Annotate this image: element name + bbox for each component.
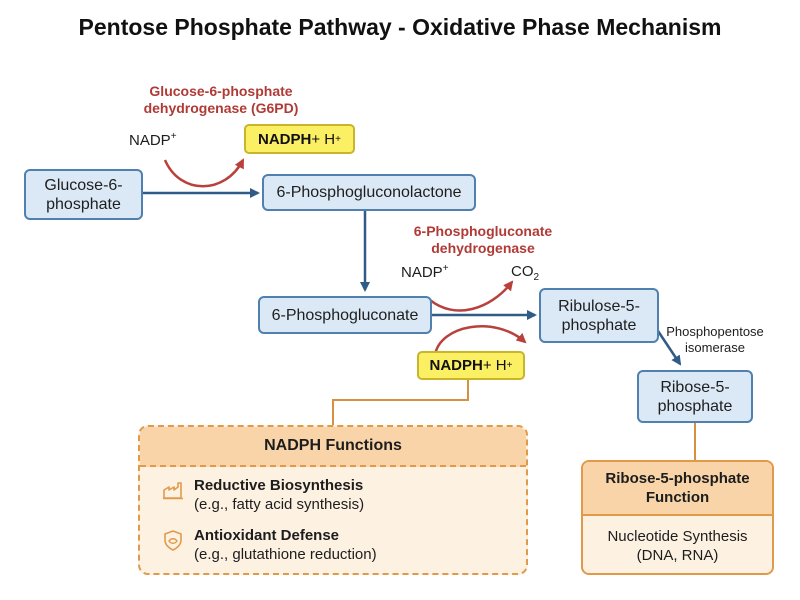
co2-subscript: 2 [533,272,540,283]
nadph-functions-panel: NADPH Functions Reductive Biosynthesis (… [138,425,528,575]
charge: + [506,360,513,371]
nadph-functions-header: NADPH Functions [140,427,526,467]
enzyme-isomerase: Phosphopentose isomerase [666,324,764,355]
factory-icon [163,482,183,500]
function-detail: (e.g., fatty acid synthesis) [194,496,365,513]
function-item-antioxidant: Antioxidant Defense (e.g., glutathione r… [162,526,377,564]
charge: + [442,263,449,274]
function-title: Reductive Biosynthesis [194,477,364,494]
function-detail: (e.g., glutathione reduction) [194,546,377,563]
cofactor-nadp-step2: NADP+ [401,263,449,281]
arrow-nadph-curve-step2 [433,325,527,356]
nadph-label: NADPH [258,130,312,148]
connector-nadph-to-functions [332,378,469,425]
ribose-function-panel: Ribose-5-phosphate Function Nucleotide S… [581,460,774,575]
product-nadph-step2: NADPH + H+ [417,351,525,380]
arrow-nadp-curve-step2 [429,280,514,312]
cofactor-label: NADP [401,264,443,281]
enzyme-6pgd: 6-Phosphogluconate dehydrogenase [413,223,553,256]
nadph-label: NADPH [429,357,483,374]
cofactor-label: NADP [129,132,171,149]
co2-label: CO [511,263,534,280]
proton-label: + H [311,130,336,148]
charge: + [170,131,177,142]
arrow-nadp-to-nadph-step1 [163,158,245,188]
node-6-phosphogluconolactone: 6-Phosphogluconolactone [262,174,476,211]
enzyme-g6pd: Glucose-6-phosphate dehydrogenase (G6PD) [143,83,299,116]
node-ribulose-5-phosphate: Ribulose-5- phosphate [539,288,659,343]
ribose-function-body: Nucleotide Synthesis (DNA, RNA) [607,527,748,564]
function-title: Antioxidant Defense [194,527,340,544]
node-6-phosphogluconate: 6-Phosphogluconate [258,296,432,334]
ribose-function-header: Ribose-5-phosphate Function [583,462,772,516]
cofactor-nadp-step1: NADP+ [129,131,177,149]
product-nadph-step1: NADPH + H+ [244,124,355,154]
charge: + [335,133,341,145]
shield-icon [164,530,182,551]
node-ribose-5-phosphate: Ribose-5- phosphate [637,370,753,423]
arrow-ribulose-to-ribose [656,330,682,366]
proton-label: + H [482,357,507,374]
byproduct-co2: CO2 [511,263,539,283]
page-title: Pentose Phosphate Pathway - Oxidative Ph… [78,14,722,40]
node-glucose-6-phosphate: Glucose-6- phosphate [24,169,143,220]
function-item-biosynthesis: Reductive Biosynthesis (e.g., fatty acid… [162,476,364,514]
